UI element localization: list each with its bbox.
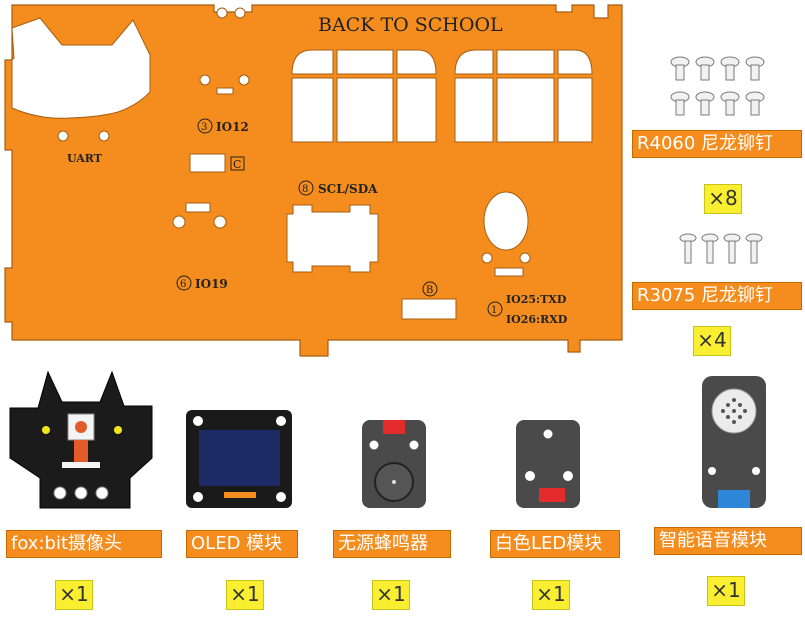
rivet-r3075-group: [679, 233, 763, 264]
rivet-r4060-qty: ×8: [704, 184, 742, 214]
io12-num-circle: [197, 118, 213, 134]
b-mark-circle: [422, 281, 438, 297]
io12-num: 3: [201, 122, 207, 133]
window-left: [291, 49, 437, 143]
io26-label: IO26:RXD: [506, 313, 568, 326]
scl-num: 8: [302, 184, 308, 195]
io19-num-circle: [176, 275, 192, 291]
rivet-r4060-group: [670, 56, 765, 116]
io12-hole-right: [238, 74, 250, 86]
b-mark: B: [426, 285, 433, 296]
scl-cutout: [286, 204, 379, 273]
module-foxbit-qty: ×1: [55, 580, 93, 610]
module-voice-qty: ×1: [707, 576, 745, 606]
scl-num-circle: [298, 180, 314, 196]
io12-label: IO12: [216, 120, 249, 134]
window-right: [454, 49, 593, 143]
left-hole-2: [213, 215, 227, 229]
speaker-cutout: [483, 191, 529, 251]
io25-num-circle: [487, 301, 503, 317]
buzzer-module: [362, 420, 426, 508]
uart-hole-right: [98, 130, 110, 142]
module-voice-label: 智能语音模块: [654, 527, 802, 555]
io25-label: IO25:TXD: [506, 293, 567, 306]
panel-title: BACK TO SCHOOL: [318, 14, 503, 36]
top-hole-1: [216, 7, 228, 19]
io12-slot: [216, 87, 234, 95]
module-buzzer-qty: ×1: [372, 580, 410, 610]
c-slot: [189, 153, 226, 173]
uart-cutout: [11, 17, 151, 119]
acrylic-panel: UART BACK TO SCHOOL 3 IO12 C 6 IO19 8 SC…: [4, 4, 623, 357]
rivet-r3075-label: R3075 尼龙铆钉: [632, 282, 802, 310]
module-foxbit-label: fox:bit摄像头: [6, 530, 162, 558]
io19-num: 6: [180, 279, 186, 290]
rivet-r4060-label: R4060 尼龙铆钉: [632, 130, 802, 158]
module-buzzer-label: 无源蜂鸣器: [333, 530, 451, 558]
speaker-hole-1: [481, 252, 493, 264]
white-led-module: [516, 420, 580, 508]
left-slot: [185, 202, 211, 213]
voice-module: [702, 376, 766, 508]
module-oled-label: OLED 模块: [186, 530, 298, 558]
io25-num: 1: [491, 305, 497, 316]
uart-label: UART: [67, 152, 103, 165]
uart-hole-left: [57, 130, 69, 142]
module-led-label: 白色LED模块: [490, 530, 620, 558]
rivet-r3075-qty: ×4: [693, 326, 731, 356]
left-hole-1: [172, 215, 186, 229]
scl-label: SCL/SDA: [318, 182, 378, 196]
c-mark-box: [230, 156, 245, 171]
module-oled-qty: ×1: [226, 580, 264, 610]
speaker-slot: [494, 267, 524, 277]
speaker-hole-2: [519, 252, 531, 264]
foxbit-camera-module: [9, 370, 153, 509]
io19-label: IO19: [195, 277, 228, 291]
top-hole-2: [234, 7, 246, 19]
oled-module: [186, 410, 292, 508]
module-led-qty: ×1: [532, 580, 570, 610]
io12-hole-left: [199, 74, 211, 86]
c-mark: C: [233, 158, 241, 171]
b-slot: [401, 298, 457, 320]
